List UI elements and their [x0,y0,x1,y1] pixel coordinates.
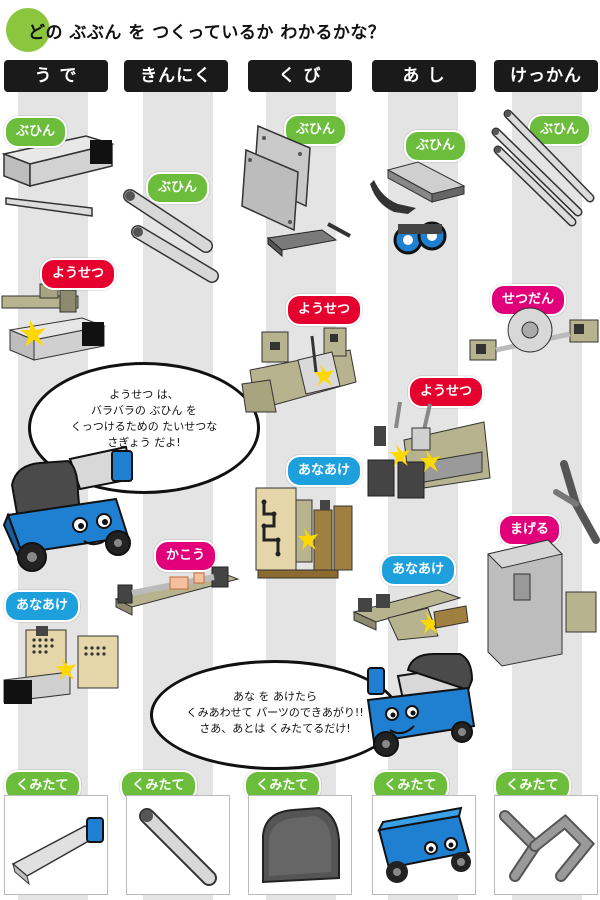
assembled-muscle-icon [139,808,217,886]
assembly-frame-neck [248,795,352,895]
arm-parts-illustration [1,135,115,217]
assembled-arm-icon [11,817,104,886]
tag-welding: ようせつ [286,294,363,326]
title-dot-icon [6,8,50,52]
speech-welding-line-1: ようせつ は、 [109,388,179,401]
tag-parts: ぶひん [404,130,468,162]
arm-welding-illustration [1,283,106,361]
speech-bubble-assembly: あな を あけたら くみあわせて パーツのできあがり!! さあ、あとは くみたて… [150,660,400,770]
neck-welding-illustration [241,327,357,413]
neck-parts-illustration [241,124,351,258]
robot-truck-character-2-icon [366,653,476,757]
arm-drilling-illustration [3,626,119,704]
column-header-vessel: けっかん [494,60,598,92]
assembled-vessel-icon [499,810,596,882]
tag-parts: ぶひん [4,116,68,148]
leg-welding-illustration [367,401,491,499]
tag-welding: ようせつ [408,376,485,408]
speech-welding-line-4: さぎょう だよ! [107,435,181,449]
column-header-neck: く び [248,60,352,92]
assembly-frame-leg [372,795,476,895]
robot-truck-character-icon [2,445,134,572]
speech-assembly-line-3: さあ、あとは くみたてるだけ! [199,721,351,735]
speech-assembly-line-1: あな を あけたら [233,690,317,703]
assembly-frame-vessel [494,795,598,895]
tag-bending: まげる [498,514,562,546]
column-header-muscle: きんにく [124,60,228,92]
column-header-arm: う で [4,60,108,92]
speech-welding-line-3: くっつけるための たいせつな [70,419,218,433]
assembly-frame-muscle [126,795,230,895]
column-header-leg: あ し [372,60,476,92]
muscle-parts-illustration [123,189,219,283]
neck-drilling-illustration [255,487,353,579]
tag-parts: ぶひん [146,172,210,204]
assembly-frame-arm [4,795,108,895]
tag-drilling: あなあけ [286,455,363,487]
vessel-cutting-illustration [469,307,599,361]
assembled-leg-icon [377,806,471,883]
speech-welding-line-2: バラバラの ぶひん を [91,403,197,417]
speech-assembly-line-2: くみあわせて パーツのできあがり!! [186,705,364,719]
assembled-neck-icon [262,806,340,884]
title-bar: どの ぶぶん を つくっているか わかるかな？ [0,0,600,58]
tag-welding: ようせつ [40,258,117,290]
page-title: どの ぶぶん を つくっているか わかるかな？ [28,23,386,43]
vessel-bending-illustration [487,460,600,667]
tag-drilling: あなあけ [4,590,81,622]
leg-drilling-illustration [352,589,469,641]
muscle-machining-illustration [114,566,240,616]
tag-machining: かこう [154,540,218,572]
vessel-parts-illustration [491,109,595,227]
tag-drilling: あなあけ [380,554,457,586]
leg-parts-illustration [370,161,466,255]
